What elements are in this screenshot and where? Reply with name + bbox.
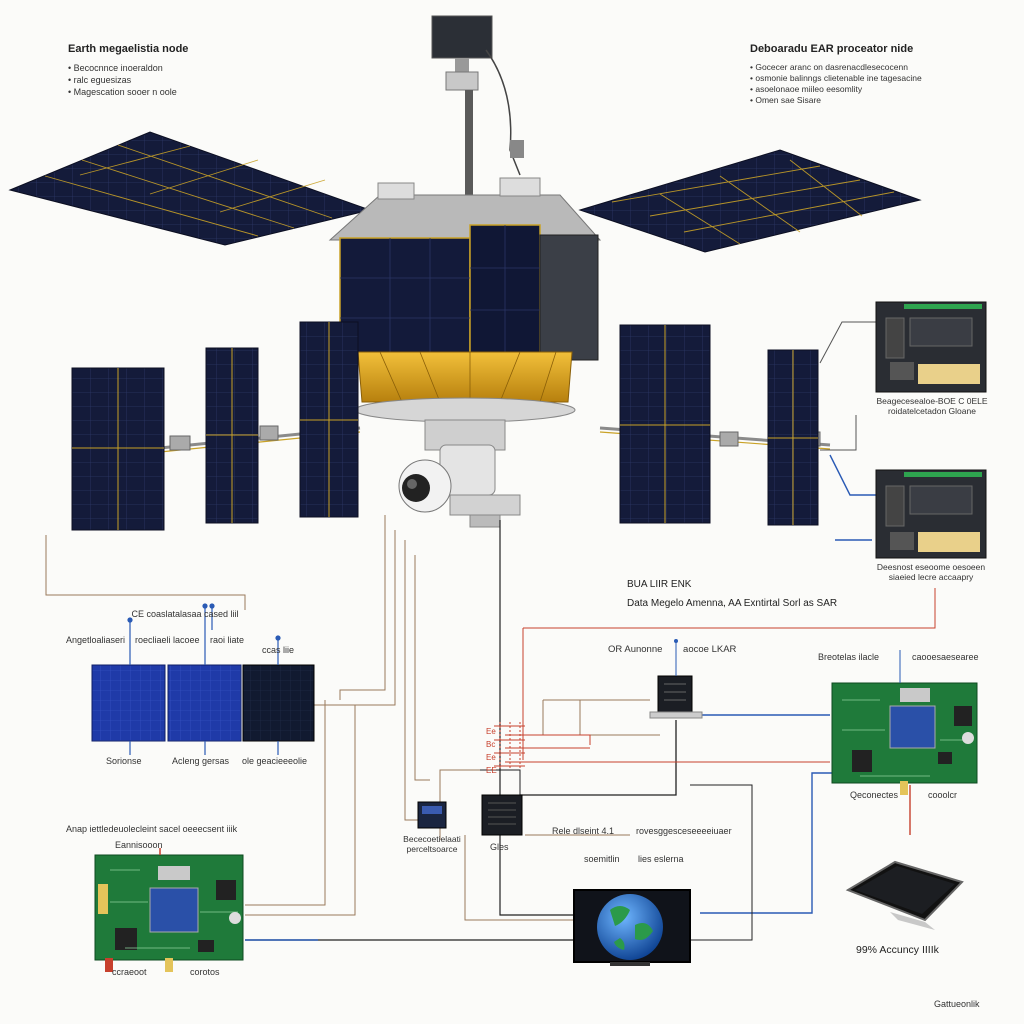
module-top-caption-2: roidatelcetadon Gloane [888, 406, 976, 416]
header-right-bullet: osmonie balinngs clietenable ine tagesac… [750, 73, 1015, 84]
small-device-caption-1: Bececoetielaati [403, 834, 461, 844]
globe-monitor [573, 889, 691, 966]
panels-bottom-label-1: Sorionse [106, 756, 142, 766]
panels-bottom-label-2: Acleng gersas [172, 756, 230, 766]
center-device-label: Gles [490, 842, 509, 852]
left-pcb-board [94, 848, 244, 972]
left-board-subtitle: Eannisooon [115, 840, 163, 850]
processor-module-top [875, 301, 987, 393]
small-device-left [417, 801, 447, 829]
right-board-bottom-right: cooolcr [928, 790, 958, 800]
accuracy-label: 99% Accuncy IIIIk [856, 944, 939, 956]
signal-label: EE [486, 766, 497, 775]
module-bottom-caption-2: siaeied lecre accaapry [888, 572, 974, 582]
signal-markers [494, 722, 525, 770]
camera-module [398, 444, 521, 528]
upper-right-solar-wing [578, 149, 922, 253]
center-device [481, 794, 523, 836]
module-bottom-caption-1: Deesnost eseoome oesoeen [876, 562, 986, 572]
panels-row-label-1: Angetloaliaseri [66, 635, 126, 645]
small-device-caption-2: perceltsoarce [406, 844, 458, 854]
panels-row-label-3: raoi liate [210, 635, 245, 645]
panels-row-label-4: ccas liie [262, 645, 295, 655]
link-subtitle: Data Megelo Amenna, AA Exntirtal Sorl as… [627, 598, 838, 609]
header-left-title: Earth megaelistia node [68, 43, 189, 55]
right-board-bottom-left: Qeconectes [850, 790, 899, 800]
or-antenna-device [649, 639, 703, 719]
panels-top-label: CE coaslatalasaa cased liil [131, 609, 239, 619]
top-antenna [431, 15, 524, 200]
mid-label-1: Rele dlseint 4.1 [552, 826, 615, 836]
header-left-bullet: Magescation sooer n oole [68, 86, 368, 98]
display-terminal [845, 860, 964, 930]
module-bottom-caption: Deesnost eseoome oesoeen siaeied lecre a… [868, 562, 994, 582]
lower-right-solar-panels [619, 324, 819, 526]
right-board-title2: caooesaesearee [912, 652, 979, 662]
small-device-caption: Bececoetielaati perceltsoarce [392, 834, 472, 854]
module-top-caption-1: Beagecesealoe-BOE C 0ELE [876, 396, 988, 406]
header-left-bullets: Becocnnce inoeraldon ralc eguesizas Mage… [68, 62, 368, 98]
processor-module-bottom [875, 469, 987, 559]
sar-panels [91, 603, 315, 755]
lower-left-solar-panels [71, 321, 359, 531]
or-antenna-label-main: OR Aunonne [608, 644, 663, 655]
left-board-bottom-right: corotos [190, 967, 220, 977]
connector-lines [45, 321, 936, 941]
header-right: Deboaradu EAR proceator nide Gocecer ara… [750, 43, 1015, 106]
upper-left-solar-wing [8, 131, 372, 246]
header-left-bullet: Becocnnce inoeraldon [68, 62, 368, 74]
signal-label: Bc [486, 740, 496, 749]
mid-label-3: soemitlin [584, 854, 620, 864]
panels-row-label-2: roecliaeli lacoee [135, 635, 200, 645]
right-pcb-board [831, 650, 978, 795]
left-board-title: Anap iettledeuolecleint sacel oeeecsent … [66, 824, 238, 834]
header-left: Earth megaelistia node Becocnnce inoeral… [68, 43, 368, 98]
header-right-bullet: asoelonaoe miileo eesomlity [750, 84, 1015, 95]
mid-label-4: lies eslerna [638, 854, 684, 864]
module-top-caption: Beagecesealoe-BOE C 0ELE roidatelcetadon… [872, 396, 992, 416]
satellite-bus [328, 177, 602, 451]
header-right-bullet: Omen sae Sisare [750, 95, 1015, 106]
signal-label: Ee [486, 727, 496, 736]
header-left-bullet: ralc eguesizas [68, 74, 368, 86]
signal-labels: Ee Bc Ee EE [486, 725, 497, 777]
header-right-title: Deboaradu EAR proceator nide [750, 43, 914, 55]
mid-label-2: rovesggesceseeeeiuaer [636, 826, 732, 836]
link-title: BUA LIIR ENK [627, 579, 692, 590]
header-right-bullet: Gocecer aranc on dasrenacdlesecocenn [750, 62, 1015, 73]
right-board-title: Breotelas ilacle [818, 652, 880, 662]
panels-bottom-label-3: ole geacieeeolie [242, 756, 308, 766]
header-right-bullets: Gocecer aranc on dasrenacdlesecocenn osm… [750, 62, 1015, 106]
left-board-bottom-left: ccraeoot [112, 967, 147, 977]
footer-label: Gattueonlik [934, 999, 980, 1009]
or-antenna-label: OR Aunonne aocoe LKAR [608, 644, 736, 655]
signal-label: Ee [486, 753, 496, 762]
or-antenna-label-sub: aocoe LKAR [683, 644, 737, 655]
